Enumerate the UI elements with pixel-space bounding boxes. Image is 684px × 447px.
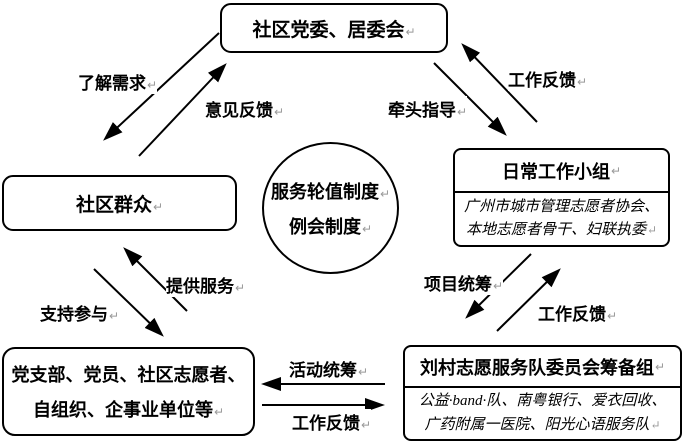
members-line2: 本地志愿者骨干、妇联执委↵ bbox=[466, 219, 657, 242]
members-line2-text: 广药附属一医院、阳光心语服务队 bbox=[424, 416, 650, 433]
edge-label-text: 工作反馈 bbox=[508, 71, 576, 90]
arrow-understand-needs bbox=[103, 32, 220, 141]
node-daily-work-group: 日常工作小组↵ 广州市城市管理志愿者协会、 本地志愿者骨干、妇联执委↵ bbox=[453, 148, 670, 247]
return-mark: ↵ bbox=[361, 418, 372, 432]
return-mark: ↵ bbox=[654, 359, 666, 374]
return-mark: ↵ bbox=[405, 24, 416, 39]
edge-label-activity-coordination: 活动统筹↵ bbox=[289, 356, 369, 381]
edge-label-text: 支持参与 bbox=[40, 305, 108, 324]
node-title-text: 刘村志愿服务队委员会筹备组 bbox=[419, 357, 654, 378]
return-mark: ↵ bbox=[379, 186, 391, 201]
edge-label-project-coordination: 项目统筹↵ bbox=[424, 270, 504, 295]
node-line1-text: 党支部、党员、社区志愿者、 bbox=[11, 365, 246, 385]
arrow-opinion-feedback bbox=[138, 63, 227, 157]
edge-label-text: 项目统筹 bbox=[424, 275, 492, 294]
node-line2: 自组织、企事业单位等↵ bbox=[33, 396, 224, 422]
edge-label-text: 工作反馈 bbox=[292, 414, 360, 433]
node-line2-text: 自组织、企事业单位等 bbox=[32, 400, 213, 420]
circle-line2: 例会制度↵ bbox=[289, 213, 372, 239]
node-members: 公益·band·队、南粤银行、爱衣回收、 广药附属一医院、阳光心语服务队↵ bbox=[405, 388, 680, 439]
return-mark: ↵ bbox=[109, 309, 120, 323]
edge-label-text: 活动统筹 bbox=[289, 361, 357, 380]
node-title: 刘村志愿服务队委员会筹备组↵ bbox=[405, 347, 680, 388]
node-title-text: 社区党委、居委会 bbox=[252, 19, 405, 41]
arrow-lead-guidance bbox=[433, 62, 507, 136]
edge-label-work-feedback-top: 工作反馈↵ bbox=[508, 66, 588, 91]
return-mark: ↵ bbox=[610, 163, 622, 178]
node-party-branch-volunteers: 党支部、党员、社区志愿者、 自组织、企事业单位等↵ bbox=[2, 347, 255, 436]
node-liucun-volunteer-prep-group: 刘村志愿服务队委员会筹备组↵ 公益·band·队、南粤银行、爱衣回收、 广药附属… bbox=[403, 345, 682, 441]
edge-label-support-participation: 支持参与↵ bbox=[40, 300, 120, 325]
node-title: 日常工作小组↵ bbox=[455, 150, 668, 193]
return-mark: ↵ bbox=[358, 365, 369, 379]
arrow-work-feedback-mid bbox=[496, 268, 561, 332]
return-mark: ↵ bbox=[577, 75, 588, 89]
return-mark: ↵ bbox=[152, 199, 164, 214]
edge-label-text: 了解需求 bbox=[78, 74, 146, 93]
circle-line1: 服务轮值制度↵ bbox=[271, 178, 390, 204]
circle-line1-text: 服务轮值制度 bbox=[270, 181, 379, 202]
node-title: 社区群众↵ bbox=[76, 190, 163, 217]
node-community-residents: 社区群众↵ bbox=[2, 175, 237, 231]
members-line2: 广药附属一医院、阳光心语服务队↵ bbox=[424, 414, 660, 437]
arrow-work-feedback-top bbox=[461, 43, 538, 123]
node-title-text: 社区群众 bbox=[75, 194, 152, 216]
return-mark: ↵ bbox=[235, 281, 246, 295]
return-mark: ↵ bbox=[607, 309, 618, 323]
node-community-party-committee: 社区党委、居委会↵ bbox=[220, 3, 448, 53]
edge-label-provide-services: 提供服务↵ bbox=[166, 272, 246, 297]
node-members: 广州市城市管理志愿者协会、 本地志愿者骨干、妇联执委↵ bbox=[455, 193, 668, 245]
members-line1-text: 广州市城市管理志愿者协会、 bbox=[463, 198, 659, 215]
node-system-circle: 服务轮值制度↵ 例会制度↵ bbox=[262, 142, 399, 274]
edge-label-work-feedback-bottom: 工作反馈↵ bbox=[292, 409, 372, 434]
return-mark: ↵ bbox=[361, 221, 373, 236]
edge-label-opinion-feedback: 意见反馈↵ bbox=[205, 96, 285, 121]
circle-line2-text: 例会制度 bbox=[288, 216, 361, 237]
return-mark: ↵ bbox=[650, 417, 661, 432]
node-title-text: 日常工作小组 bbox=[501, 161, 610, 182]
return-mark: ↵ bbox=[457, 105, 468, 119]
members-line1-text: 公益·band·队、南粤银行、爱衣回收、 bbox=[418, 393, 667, 410]
return-mark: ↵ bbox=[274, 105, 285, 119]
arrow-provide-services bbox=[123, 247, 188, 312]
members-line1: 广州市城市管理志愿者协会、 bbox=[464, 196, 659, 219]
edge-label-text: 牵头指导 bbox=[388, 101, 456, 120]
node-line1: 党支部、党员、社区志愿者、 bbox=[12, 361, 246, 387]
members-line2-text: 本地志愿者骨干、妇联执委 bbox=[465, 222, 646, 238]
members-line1: 公益·band·队、南粤银行、爱衣回收、 bbox=[419, 390, 667, 413]
node-title: 社区党委、居委会↵ bbox=[252, 15, 415, 42]
edge-label-work-feedback-mid: 工作反馈↵ bbox=[538, 300, 618, 325]
return-mark: ↵ bbox=[213, 405, 225, 419]
edge-label-text: 工作反馈 bbox=[538, 305, 606, 324]
edge-label-lead-guidance: 牵头指导↵ bbox=[388, 96, 468, 121]
arrow-support-participation bbox=[93, 268, 164, 337]
return-mark: ↵ bbox=[493, 279, 504, 293]
return-mark: ↵ bbox=[646, 223, 658, 237]
edge-label-text: 意见反馈 bbox=[205, 101, 273, 120]
edge-label-understand-needs: 了解需求↵ bbox=[78, 69, 158, 94]
edge-label-text: 提供服务 bbox=[166, 277, 234, 296]
return-mark: ↵ bbox=[147, 78, 158, 92]
